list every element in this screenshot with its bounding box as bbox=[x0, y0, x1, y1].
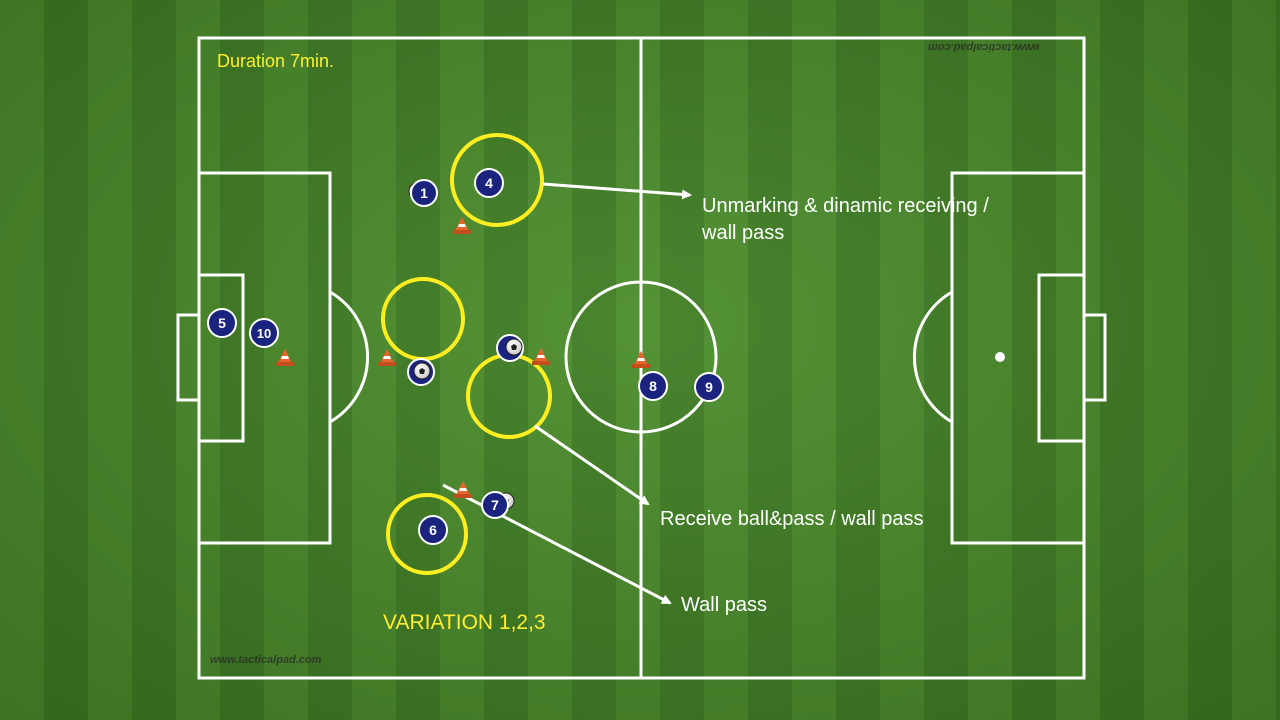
player-7[interactable]: 7 bbox=[481, 491, 509, 519]
player-number: 7 bbox=[491, 497, 499, 513]
arrow-unmarking bbox=[542, 182, 692, 200]
ball-icon bbox=[413, 362, 431, 380]
right-penalty-area bbox=[950, 171, 1086, 545]
receive-label: Receive ball&pass / wall pass bbox=[660, 508, 924, 530]
cone bbox=[532, 348, 550, 365]
player-1[interactable]: 1 bbox=[410, 179, 438, 207]
player-5[interactable]: 5 bbox=[207, 308, 237, 338]
right-penalty-arc bbox=[912, 290, 953, 424]
watermark-top: www.tacticalpad.com bbox=[928, 41, 1040, 53]
watermark-bottom: www.tacticalpad.com bbox=[210, 654, 322, 666]
left-goal bbox=[176, 313, 201, 402]
player-9[interactable]: 9 bbox=[694, 372, 724, 402]
unmarking-label-line1: Unmarking & dinamic receiving / bbox=[702, 195, 989, 217]
field-lines bbox=[176, 36, 1107, 680]
cones bbox=[276, 217, 650, 498]
left-goal-area bbox=[197, 273, 245, 443]
cone bbox=[378, 349, 396, 366]
player-number: 9 bbox=[705, 379, 713, 395]
cone bbox=[276, 349, 294, 366]
player-number: 4 bbox=[485, 175, 493, 191]
duration-label: Duration 7min. bbox=[217, 51, 335, 71]
arrow-wall-pass bbox=[442, 483, 672, 605]
cone bbox=[632, 351, 650, 368]
right-penalty-spot bbox=[995, 352, 1005, 362]
center-circle bbox=[564, 280, 718, 434]
player-number: 6 bbox=[429, 522, 437, 538]
player-8[interactable]: 8 bbox=[638, 371, 668, 401]
player-4[interactable]: 4 bbox=[474, 168, 504, 198]
cone bbox=[454, 481, 472, 498]
player-number: 10 bbox=[257, 326, 271, 341]
cone bbox=[453, 217, 471, 234]
arrows bbox=[442, 182, 692, 605]
ring-receive-zone bbox=[466, 353, 552, 439]
ball-icon bbox=[505, 338, 523, 356]
left-penalty-arc bbox=[329, 290, 370, 424]
right-goal bbox=[1082, 313, 1107, 402]
arrow-receive bbox=[534, 424, 650, 506]
variation-label: VARIATION 1,2,3 bbox=[383, 611, 546, 634]
right-goal-area bbox=[1037, 273, 1086, 443]
ring-player-6 bbox=[386, 493, 468, 575]
ring-player-4 bbox=[450, 133, 544, 227]
player-number: 5 bbox=[218, 315, 226, 331]
unmarking-label-line2: wall pass bbox=[702, 222, 785, 244]
ring-empty-zone bbox=[381, 277, 465, 361]
highlight-rings bbox=[381, 133, 552, 575]
left-penalty-area bbox=[197, 171, 332, 545]
wall-pass-label: Wall pass bbox=[681, 594, 767, 616]
player-10[interactable]: 10 bbox=[249, 318, 279, 348]
player-number: 1 bbox=[420, 185, 428, 201]
player-number: 8 bbox=[649, 378, 657, 394]
player-6[interactable]: 6 bbox=[418, 515, 448, 545]
